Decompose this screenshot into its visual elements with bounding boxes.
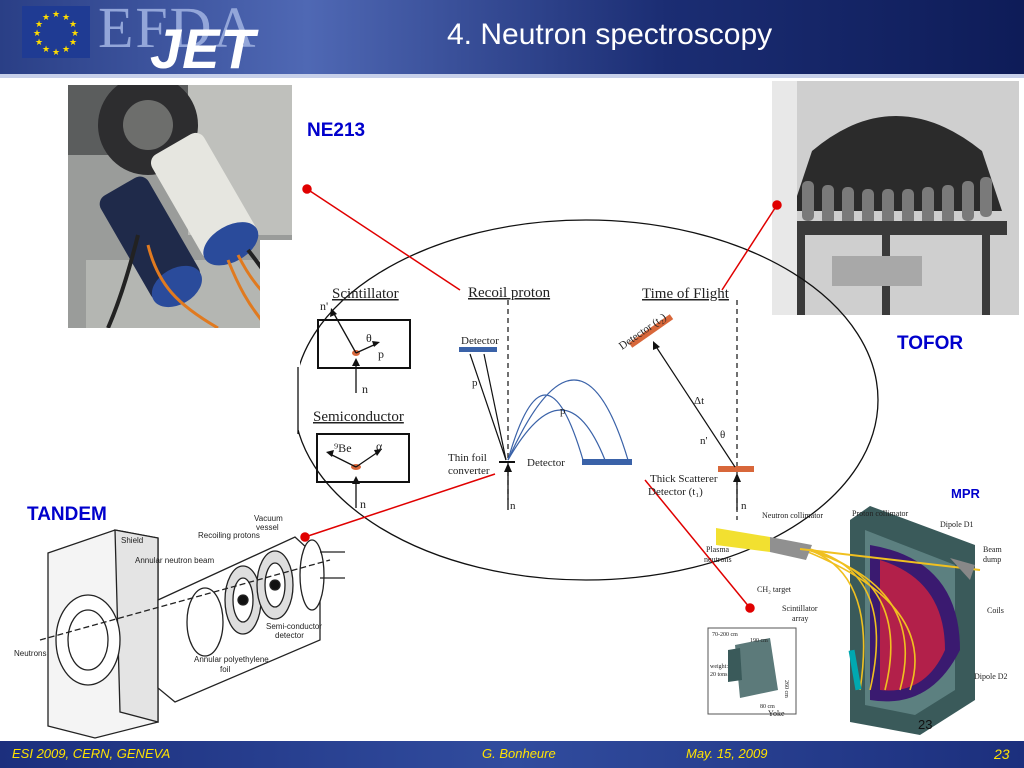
tof-n: n bbox=[741, 500, 747, 512]
mpr-dim-190: 190 cm bbox=[750, 638, 768, 644]
tandem-recoiling-protons: Recoiling protons bbox=[198, 531, 260, 540]
time-of-flight-schematic: Detector (t₂) Δt θ n' Thick Scatterer De… bbox=[617, 300, 754, 520]
rp-p-arc: p bbox=[560, 405, 566, 417]
mpr-dipole-d2: Dipole D2 bbox=[974, 672, 1008, 681]
mpr-tons: 20 tons bbox=[710, 672, 728, 678]
mpr-label: MPR bbox=[951, 486, 980, 501]
mpr-proton-collimator: Proton collimator bbox=[852, 509, 909, 518]
time-of-flight-heading: Time of Flight bbox=[642, 286, 730, 302]
mpr-dim-70-200: 70-200 cm bbox=[712, 632, 738, 638]
mpr-weight: weight: bbox=[710, 664, 728, 670]
connector-lines bbox=[300, 184, 782, 613]
tof-n-prime: n' bbox=[700, 435, 708, 447]
mpr-plasma: Plasma bbox=[706, 545, 730, 554]
scint-n-prime: n' bbox=[320, 299, 328, 313]
rp-p-upper: p bbox=[472, 377, 478, 389]
tandem-annular-beam: Annular neutron beam bbox=[135, 556, 215, 565]
mpr-scintillator: Scintillator bbox=[782, 604, 818, 613]
svg-text:★: ★ bbox=[62, 45, 70, 55]
slide-header: ★★★ ★★★ ★★★ ★★★ EFDA JET 4. Neutron spec… bbox=[0, 0, 1024, 80]
scintillator-schematic: n' θ p n bbox=[317, 299, 411, 396]
mpr-coils: Coils bbox=[987, 606, 1004, 615]
svg-text:★: ★ bbox=[71, 29, 79, 39]
mpr-neutron-collimator: Neutron collimator bbox=[762, 511, 823, 520]
mpr-beam: Beam bbox=[983, 545, 1002, 554]
eu-stars-icon: ★★★ ★★★ ★★★ ★★★ bbox=[33, 10, 79, 58]
tof-theta: θ bbox=[720, 429, 725, 441]
tofor-spectrometer-photo bbox=[772, 81, 1019, 315]
mpr-dim-260: 260 cm bbox=[783, 680, 789, 698]
svg-text:★: ★ bbox=[52, 48, 60, 58]
tandem-shield: Shield bbox=[121, 536, 143, 545]
slide-footer: ESI 2009, CERN, GENEVA G. Bonheure May. … bbox=[0, 741, 1024, 768]
footer-author: G. Bonheure bbox=[482, 746, 556, 761]
ne213-detector-photo bbox=[68, 85, 292, 328]
svg-text:★: ★ bbox=[35, 38, 43, 48]
ne213-label: NE213 bbox=[307, 120, 366, 141]
scint-theta: θ bbox=[366, 331, 372, 345]
tandem-annular-polyethylene: Annular polyethylene bbox=[194, 655, 269, 664]
rp-detector-top: Detector bbox=[461, 335, 499, 347]
semiconductor-schematic: ⁹Be α n bbox=[316, 433, 410, 511]
svg-text:★: ★ bbox=[42, 45, 50, 55]
tof-detector-t1: Detector (t₁) bbox=[648, 486, 703, 498]
semi-alpha: α bbox=[376, 439, 383, 453]
svg-text:★: ★ bbox=[35, 20, 43, 30]
header-stripe bbox=[0, 74, 1024, 78]
svg-text:★: ★ bbox=[69, 38, 77, 48]
tandem-foil: foil bbox=[220, 665, 230, 674]
tandem-diagram bbox=[39, 529, 345, 739]
page-number-overlay: 23 bbox=[918, 717, 932, 732]
rp-thin-foil: Thin foil bbox=[448, 452, 487, 464]
scint-n: n bbox=[362, 382, 368, 396]
footer-venue: ESI 2009, CERN, GENEVA bbox=[12, 746, 171, 761]
semi-n: n bbox=[360, 497, 366, 511]
tandem-vessel: vessel bbox=[256, 523, 279, 532]
rp-n: n bbox=[510, 500, 516, 512]
tandem-vacuum: Vacuum bbox=[254, 514, 283, 523]
semi-be9: ⁹Be bbox=[334, 441, 352, 455]
tandem-labels: Vacuum vessel Shield Recoiling protons A… bbox=[14, 514, 322, 674]
mpr-ch2-target: CH₂ target bbox=[757, 585, 792, 594]
mpr-neutrons: neutrons bbox=[704, 555, 732, 564]
svg-text:★: ★ bbox=[42, 13, 50, 23]
scint-p: p bbox=[378, 347, 384, 361]
tofor-label: TOFOR bbox=[897, 333, 964, 354]
recoil-proton-schematic: Detector p p Detector Thin foil converte… bbox=[448, 300, 632, 512]
mpr-array: array bbox=[792, 614, 808, 623]
tandem-semi-conductor: Semi-conductor bbox=[266, 622, 322, 631]
scintillator-heading: Scintillator bbox=[332, 286, 399, 302]
central-ellipse bbox=[293, 219, 879, 581]
svg-text:★: ★ bbox=[62, 13, 70, 23]
svg-text:★: ★ bbox=[33, 29, 41, 39]
tof-thick-scatterer: Thick Scatterer bbox=[650, 473, 718, 485]
footer-date: May. 15, 2009 bbox=[686, 746, 768, 761]
mpr-yoke: Yoke bbox=[768, 709, 785, 718]
tof-detector-t2: Detector (t₂) bbox=[617, 311, 669, 352]
mpr-dump: dump bbox=[983, 555, 1001, 564]
tandem-label: TANDEM bbox=[27, 504, 107, 525]
recoil-proton-heading: Recoil proton bbox=[468, 285, 551, 301]
eu-flag-logo: ★★★ ★★★ ★★★ ★★★ bbox=[22, 6, 90, 58]
tandem-neutrons: Neutrons bbox=[14, 649, 46, 658]
mpr-dipole-d1: Dipole D1 bbox=[940, 520, 974, 529]
jet-logo-text: JET bbox=[150, 17, 256, 80]
mpr-diagram bbox=[707, 506, 981, 735]
mpr-labels: Neutron collimator Proton collimator Dip… bbox=[704, 509, 1008, 718]
svg-text:★: ★ bbox=[52, 10, 60, 20]
svg-text:★: ★ bbox=[69, 20, 77, 30]
rp-detector-bottom: Detector bbox=[527, 457, 565, 469]
efda-logo-text: EFDA bbox=[98, 0, 258, 60]
footer-page-number: 23 bbox=[994, 746, 1010, 762]
mpr-dim-80: 80 cm bbox=[760, 704, 775, 710]
slide-title: 4. Neutron spectroscopy bbox=[447, 18, 773, 51]
tandem-detector: detector bbox=[275, 631, 304, 640]
rp-converter: converter bbox=[448, 465, 490, 477]
semiconductor-heading: Semiconductor bbox=[313, 409, 404, 425]
tof-delta-t: Δt bbox=[694, 395, 704, 407]
